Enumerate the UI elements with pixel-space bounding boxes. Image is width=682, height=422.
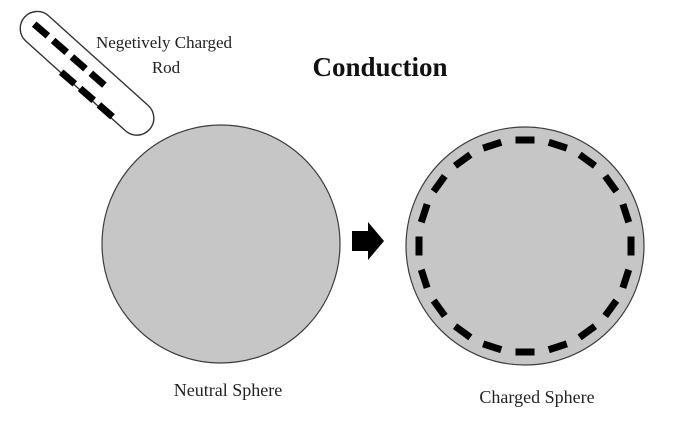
negative-charge-mark (602, 298, 620, 319)
negative-charge-mark (417, 268, 431, 289)
negative-charge-mark (69, 54, 88, 72)
negatively-charged-rod (19, 10, 155, 136)
negative-charge-mark (602, 173, 620, 194)
negative-charge-mark (482, 138, 503, 152)
diagram-title: Conduction (312, 52, 447, 82)
negative-charge-mark (417, 203, 431, 224)
negative-charge-mark (430, 298, 448, 319)
negative-charge-mark (577, 151, 598, 169)
negative-charge-mark (88, 70, 107, 88)
charged-sphere-label: Charged Sphere (479, 387, 594, 407)
rod-charges (31, 21, 115, 120)
negative-charge-mark (452, 323, 473, 341)
neutral-sphere-label: Neutral Sphere (174, 380, 282, 400)
negative-charge-mark (515, 348, 535, 356)
negative-charge-mark (77, 85, 96, 103)
rod-label-line1: Negetively Charged (96, 33, 233, 52)
neutral-sphere (101, 124, 341, 364)
negative-charge-mark (96, 102, 115, 120)
charged-sphere (405, 126, 645, 366)
negative-charge-mark (619, 203, 633, 224)
negative-charge-mark (430, 173, 448, 194)
negative-charge-mark (547, 138, 568, 152)
negative-charge-mark (619, 268, 633, 289)
negative-charge-mark (452, 151, 473, 169)
negative-charge-mark (58, 69, 78, 87)
negative-charge-mark (482, 340, 503, 354)
right-arrow-icon (352, 222, 384, 260)
negative-charge-mark (415, 236, 423, 256)
negative-charge-mark (515, 136, 535, 144)
negative-charge-mark (627, 236, 635, 256)
rod-label-line2: Rod (152, 58, 181, 77)
negative-charge-mark (547, 340, 568, 354)
negative-charge-mark (577, 323, 598, 341)
surface-charges (415, 136, 635, 356)
negative-charge-mark (31, 21, 51, 39)
negative-charge-mark (50, 37, 69, 55)
